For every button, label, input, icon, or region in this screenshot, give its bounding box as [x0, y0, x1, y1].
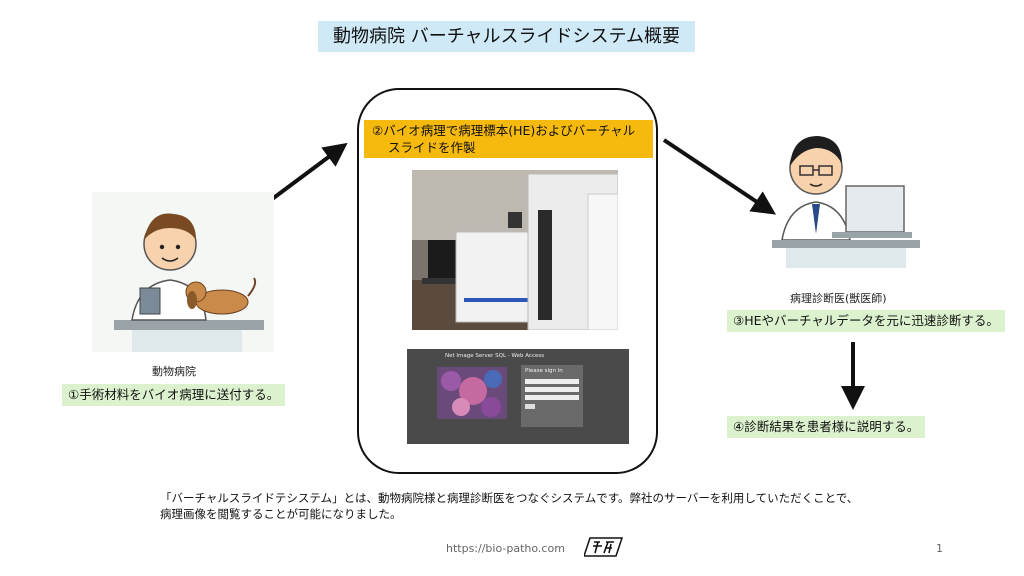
username-field[interactable] [525, 379, 579, 384]
step2-line1: ②バイオ病理で病理標本(HE)およびバーチャル [372, 123, 636, 138]
description-line1: 「バーチャルスライドテシステム」とは、動物病院様と病理診断医をつなぐシステムです… [160, 491, 859, 505]
system-description: 「バーチャルスライドテシステム」とは、動物病院様と病理診断医をつなぐシステムです… [160, 490, 858, 522]
slide-scanner-photo [412, 170, 618, 330]
step2-line2: スライドを作製 [388, 140, 476, 155]
arrow-lab-to-pathologist [662, 138, 776, 215]
login-panel: Please sign in [521, 365, 583, 427]
pathologist-caption: 病理診断医(獣医師) [790, 292, 887, 305]
slide-title: 動物病院 バーチャルスライドシステム概要 [318, 21, 695, 52]
hospital-caption: 動物病院 [152, 365, 196, 378]
description-line2: 病理画像を閲覧することが可能になりました。 [160, 507, 402, 521]
server-field[interactable] [525, 395, 579, 400]
step4-label: ④診断結果を患者様に説明する。 [727, 416, 926, 438]
lab-process-box [357, 88, 658, 474]
sign-in-button[interactable] [525, 404, 535, 409]
web-access-login-screenshot: Net Image Server SQL - Web Access Please… [407, 349, 629, 444]
step3-label: ③HEやバーチャルデータを元に迅速診断する。 [727, 310, 1005, 332]
company-logo [584, 537, 624, 557]
step1-label: ①手術材料をバイオ病理に送付する。 [62, 384, 286, 406]
password-field[interactable] [525, 387, 579, 392]
tissue-image [437, 367, 507, 419]
page-number: 1 [936, 542, 943, 555]
footer-url: https://bio-patho.com [446, 542, 565, 555]
step2-label: ②バイオ病理で病理標本(HE)およびバーチャル スライドを作製 [364, 120, 653, 158]
pathologist-illustration [772, 122, 920, 270]
veterinarian-illustration [92, 192, 274, 352]
login-panel-title: Please sign in [525, 368, 563, 374]
login-header: Net Image Server SQL - Web Access [445, 353, 545, 359]
